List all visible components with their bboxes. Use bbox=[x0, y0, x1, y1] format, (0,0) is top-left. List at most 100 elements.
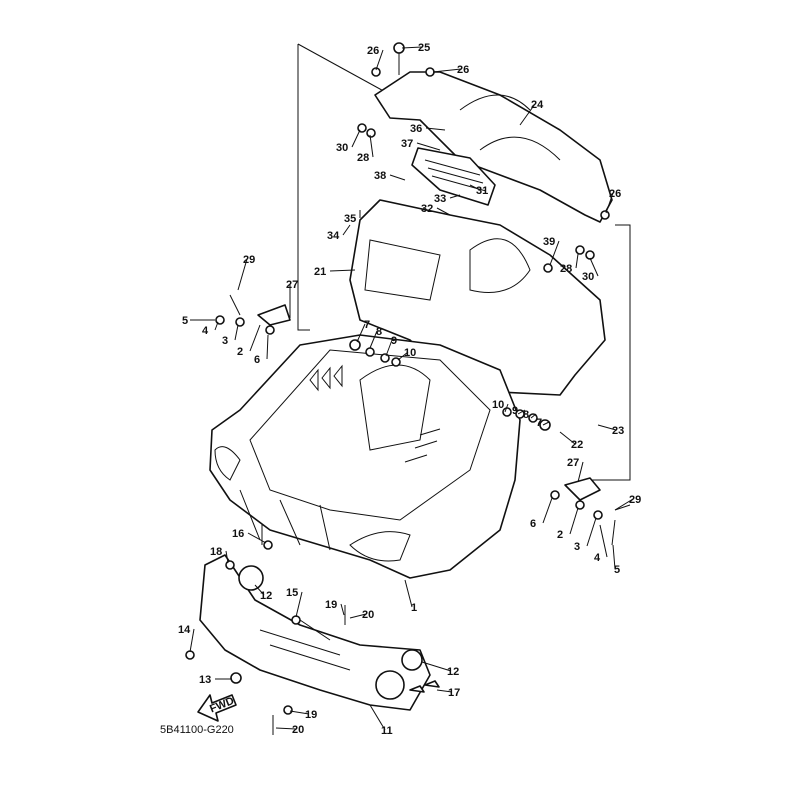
callout-4: 4 bbox=[202, 325, 209, 337]
leader-line bbox=[559, 431, 576, 445]
leader-line bbox=[289, 710, 310, 715]
leader-line bbox=[425, 127, 446, 131]
leader-line bbox=[225, 550, 229, 564]
leader-line bbox=[586, 517, 597, 547]
callout-7: 7 bbox=[364, 319, 370, 331]
callout-21: 21 bbox=[314, 266, 326, 278]
callout-25: 25 bbox=[418, 42, 430, 54]
callout-19: 19 bbox=[325, 599, 337, 611]
leader-line bbox=[542, 497, 553, 524]
callout-20: 20 bbox=[362, 609, 374, 621]
leader-line bbox=[432, 68, 462, 73]
leader-line bbox=[275, 727, 297, 730]
callout-26: 26 bbox=[457, 64, 469, 76]
callout-30: 30 bbox=[336, 142, 348, 154]
fasteners bbox=[185, 42, 631, 735]
fwd-arrow: FWD bbox=[197, 694, 237, 722]
leader-line bbox=[342, 224, 351, 236]
callout-15: 15 bbox=[286, 587, 298, 599]
callout-10: 10 bbox=[492, 399, 504, 411]
leader-line bbox=[469, 184, 481, 191]
callout-8: 8 bbox=[376, 326, 382, 338]
leader-line bbox=[542, 421, 550, 426]
leader-line bbox=[549, 240, 560, 266]
callout-18: 18 bbox=[210, 546, 222, 558]
callout-2: 2 bbox=[557, 529, 563, 541]
leader-line bbox=[369, 704, 386, 731]
callout-29: 29 bbox=[243, 254, 255, 266]
leader-line bbox=[436, 689, 453, 693]
dash-panel bbox=[349, 199, 606, 396]
leader-line bbox=[589, 257, 599, 277]
diagram-code: 5B41100-G220 bbox=[160, 724, 234, 736]
callout-30: 30 bbox=[582, 271, 594, 283]
leader-line bbox=[375, 49, 384, 71]
callout-9: 9 bbox=[512, 405, 518, 417]
leader-line bbox=[237, 258, 248, 291]
callout-8: 8 bbox=[523, 409, 529, 421]
callout-24: 24 bbox=[531, 99, 544, 111]
callout-20: 20 bbox=[292, 724, 304, 736]
lower-grille bbox=[199, 554, 431, 711]
leader-line bbox=[404, 579, 413, 608]
callout-23: 23 bbox=[612, 425, 624, 437]
callout-35: 35 bbox=[344, 213, 356, 225]
leader-line bbox=[504, 403, 509, 413]
leader-line bbox=[519, 103, 536, 126]
callout-2: 2 bbox=[237, 346, 243, 358]
leader-line bbox=[449, 194, 461, 199]
leader-line bbox=[517, 409, 526, 415]
leader-line bbox=[421, 661, 452, 672]
callout-4: 4 bbox=[594, 552, 601, 564]
callout-7: 7 bbox=[536, 417, 542, 429]
callout-12: 12 bbox=[260, 590, 272, 602]
leader-line bbox=[416, 142, 441, 151]
callout-13: 13 bbox=[199, 674, 211, 686]
callout-9: 9 bbox=[391, 335, 397, 347]
callout-6: 6 bbox=[254, 354, 260, 366]
leader-line bbox=[214, 321, 219, 331]
callout-3: 3 bbox=[574, 541, 580, 553]
leader-line bbox=[189, 628, 195, 653]
upper-dash-cover bbox=[374, 71, 613, 223]
callout-28: 28 bbox=[357, 152, 369, 164]
leader-line bbox=[612, 544, 616, 570]
leader-line bbox=[266, 334, 269, 360]
callout-31: 31 bbox=[476, 185, 488, 197]
leader-line bbox=[247, 532, 267, 544]
callout-32: 32 bbox=[421, 203, 433, 215]
leader-line bbox=[329, 269, 356, 272]
callout-17: 17 bbox=[448, 687, 460, 699]
callout-26: 26 bbox=[609, 188, 621, 200]
leader-line bbox=[397, 351, 409, 361]
callout-29: 29 bbox=[629, 494, 641, 506]
callout-1: 1 bbox=[411, 602, 417, 614]
callout-38: 38 bbox=[374, 170, 386, 182]
leader-line bbox=[351, 129, 361, 148]
callout-10: 10 bbox=[404, 347, 416, 359]
leader-line bbox=[349, 613, 367, 619]
leader-line bbox=[530, 413, 537, 419]
callout-27: 27 bbox=[567, 457, 579, 469]
leader-line bbox=[614, 498, 634, 511]
leader-line bbox=[295, 591, 303, 618]
callout-5: 5 bbox=[182, 315, 188, 327]
leader-line bbox=[369, 330, 378, 349]
leader-line bbox=[401, 46, 423, 49]
grommet-12-right bbox=[401, 649, 423, 671]
callout-27: 27 bbox=[286, 279, 298, 291]
callout-39: 39 bbox=[543, 236, 555, 248]
callout-22: 22 bbox=[571, 439, 583, 451]
callout-3: 3 bbox=[222, 335, 228, 347]
leader-line bbox=[234, 324, 239, 341]
callout-36: 36 bbox=[410, 123, 422, 135]
leader-line bbox=[369, 134, 374, 158]
callout-26: 26 bbox=[367, 45, 379, 57]
callout-14: 14 bbox=[178, 624, 191, 636]
callout-6: 6 bbox=[530, 518, 536, 530]
callout-12: 12 bbox=[447, 666, 459, 678]
leader-line bbox=[356, 323, 366, 343]
callout-19: 19 bbox=[305, 709, 317, 721]
